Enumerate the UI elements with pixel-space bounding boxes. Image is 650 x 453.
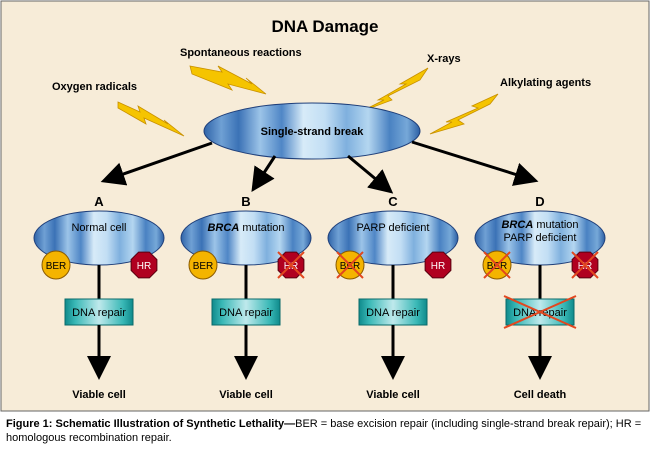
cell-title-italic: BRCA	[501, 219, 533, 231]
dna-repair-label: DNA repair	[366, 307, 420, 319]
hr-badge	[130, 251, 158, 279]
diagram-title: DNA Damage	[271, 17, 378, 36]
outcome-label: Cell death	[514, 389, 567, 401]
source-label-oxygen-radicals: Oxygen radicals	[52, 81, 137, 93]
hr-label: HR	[137, 261, 151, 272]
cell-title-text: PARP deficient	[357, 222, 430, 234]
panel-letter: D	[535, 194, 544, 209]
arrow-to-panel-a	[100, 141, 213, 186]
cell-title-text: mutation	[533, 219, 578, 231]
ber-crossed-icon	[483, 251, 511, 279]
ber-badge	[41, 250, 71, 280]
ber-crossed-icon	[336, 251, 364, 279]
dna-repair-box	[211, 298, 281, 326]
cell-title-text: mutation	[239, 222, 284, 234]
arrow-to-panel-c	[347, 154, 394, 194]
outcome-label: Viable cell	[366, 389, 420, 401]
cell-title-text: Normal cell	[71, 222, 126, 234]
lightning-bolt-icon	[359, 67, 429, 113]
hr-label: HR	[578, 261, 592, 272]
panel-letter: C	[388, 194, 398, 209]
panel-letter: A	[94, 194, 104, 209]
panel-letter: B	[241, 194, 250, 209]
ber-label: BER	[193, 261, 214, 272]
ber-badge	[188, 250, 218, 280]
caption-text: BER = base excision repair (including si…	[6, 418, 642, 444]
lightning-bolt-icon	[189, 65, 267, 95]
lightning-bolt-icon	[117, 101, 185, 137]
cell-title: Normal cell	[71, 222, 126, 234]
hr-label: HR	[431, 261, 445, 272]
lightning-bolt-icon	[429, 93, 499, 135]
dna-repair-box	[64, 298, 134, 326]
cell-title: PARP deficient	[357, 222, 430, 234]
arrow-to-panel-d	[411, 140, 539, 186]
ber-label: BER	[487, 261, 508, 272]
source-label-x-rays: X-rays	[427, 53, 461, 65]
hr-crossed-icon	[277, 251, 305, 279]
hr-label: HR	[284, 261, 298, 272]
dna-repair-crossed-icon	[503, 295, 577, 329]
cell-subtitle: PARP deficient	[504, 232, 577, 244]
dna-repair-box	[505, 298, 575, 326]
single-strand-break-label: Single-strand break	[261, 126, 365, 138]
dna-repair-box	[358, 298, 428, 326]
ber-label: BER	[46, 261, 67, 272]
cell-title: BRCA mutation	[207, 222, 284, 234]
ber-label: BER	[340, 261, 361, 272]
caption-dash: —	[284, 418, 296, 430]
hr-crossed-icon	[571, 251, 599, 279]
cell-title: BRCA mutation	[501, 219, 578, 231]
outcome-label: Viable cell	[219, 389, 273, 401]
hr-badge	[424, 251, 452, 279]
single-strand-break-node	[203, 102, 421, 160]
figure-caption: Figure 1: Schematic Illustration of Synt…	[6, 417, 646, 445]
source-label-spontaneous-reactions: Spontaneous reactions	[180, 47, 302, 59]
source-label-alkylating-agents: Alkylating agents	[500, 77, 591, 89]
arrow-to-panel-b	[251, 155, 277, 193]
caption-title: Figure 1: Schematic Illustration of Synt…	[6, 418, 285, 430]
dna-repair-label: DNA repair	[72, 307, 126, 319]
cell-title-italic: BRCA	[207, 222, 239, 234]
synthetic-lethality-diagram: DNA Damage Oxygen radicals Spontaneous r…	[0, 0, 650, 412]
dna-repair-label: DNA repair	[219, 307, 273, 319]
outcome-label: Viable cell	[72, 389, 126, 401]
